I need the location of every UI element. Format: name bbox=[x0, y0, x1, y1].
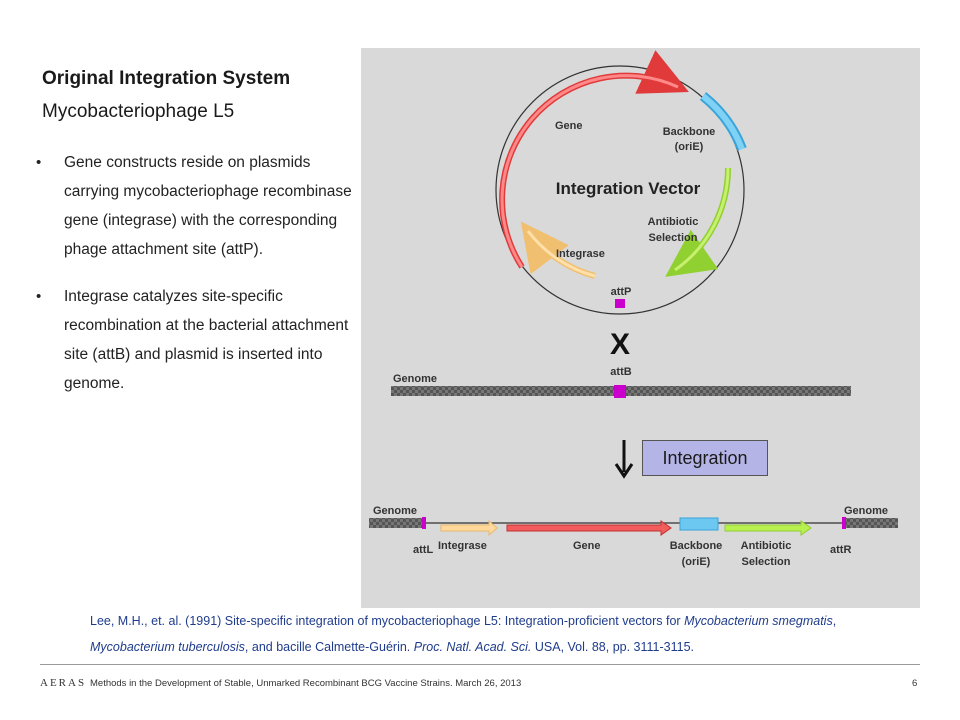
ref-tail: USA, Vol. 88, pp. 3111-3115. bbox=[531, 640, 695, 654]
genome-label-left: Genome bbox=[373, 505, 417, 517]
bullet-item: • Gene constructs reside on plasmids carr… bbox=[36, 148, 356, 264]
backbone-label-bottom: Backbone bbox=[670, 540, 723, 552]
selection-label-bottom: Selection bbox=[742, 556, 791, 568]
antibiotic-arc-fill bbox=[674, 167, 730, 272]
integration-arrowhead bbox=[614, 463, 634, 479]
bullet-dot: • bbox=[36, 288, 42, 305]
genome-right bbox=[844, 518, 898, 528]
crossover-x: X bbox=[610, 328, 630, 361]
bullet-dot: • bbox=[36, 154, 42, 171]
orie-label: (oriE) bbox=[675, 141, 704, 153]
integration-diagram: Gene Backbone (oriE) Integration Vector … bbox=[369, 50, 898, 568]
ref-journal: Proc. Natl. Acad. Sci. bbox=[413, 640, 532, 654]
bullet-text: Integrase catalyzes site-specific recomb… bbox=[64, 288, 349, 392]
genome-left bbox=[369, 518, 425, 528]
bullet-item: • Integrase catalyzes site-specific recom… bbox=[36, 282, 356, 398]
antibiotic-label-bottom: Antibiotic bbox=[741, 540, 792, 552]
attb-label: attB bbox=[610, 366, 631, 378]
footer-divider bbox=[40, 664, 920, 665]
antibiotic-segment bbox=[724, 520, 812, 536]
plasmid-circle bbox=[495, 65, 745, 315]
integrase-label-bottom: Integrase bbox=[438, 540, 487, 552]
attp-label: attP bbox=[611, 286, 632, 298]
ref-species-2: Mycobacterium tuberculosis bbox=[90, 640, 245, 654]
backbone-segment bbox=[679, 517, 719, 531]
ref-authors: Lee, M.H., et. al. (1991) Site-specific … bbox=[90, 614, 685, 628]
gene-label: Gene bbox=[555, 120, 583, 132]
genome-label-right: Genome bbox=[844, 505, 888, 517]
integrase-arc-fill bbox=[526, 230, 596, 278]
attr-label: attR bbox=[830, 544, 851, 556]
ref-sep: , bbox=[832, 614, 837, 628]
slide-subtitle: Mycobacteriophage L5 bbox=[42, 101, 235, 122]
ref-mid: , and bacille Calmette-Guérin. bbox=[244, 640, 414, 654]
slide-title: Original Integration System bbox=[42, 68, 291, 89]
attb-site bbox=[614, 385, 626, 398]
attl-site bbox=[422, 517, 426, 529]
backbone-arc-fill bbox=[701, 93, 745, 151]
aeras-logo: AERAS bbox=[40, 677, 87, 689]
selection-label: Selection bbox=[649, 232, 698, 244]
gene-label-bottom: Gene bbox=[573, 540, 601, 552]
antibiotic-label: Antibiotic bbox=[648, 216, 699, 228]
gene-arc-fill bbox=[500, 74, 679, 268]
attr-site bbox=[842, 517, 846, 529]
backbone-label: Backbone bbox=[663, 126, 716, 138]
ref-species-1: Mycobacterium smegmatis bbox=[684, 614, 833, 628]
genome-label-top: Genome bbox=[393, 373, 437, 385]
integrase-segment bbox=[440, 519, 498, 537]
attl-label: attL bbox=[413, 544, 433, 556]
gene-segment bbox=[506, 520, 672, 536]
bullet-text: Gene constructs reside on plasmids carry… bbox=[64, 154, 352, 258]
page-number: 6 bbox=[912, 678, 918, 689]
integrase-label: Integrase bbox=[556, 248, 605, 260]
vector-title: Integration Vector bbox=[556, 179, 701, 198]
attp-site bbox=[615, 299, 625, 308]
reference-citation: Lee, M.H., et. al. (1991) Site-specific … bbox=[90, 608, 890, 660]
diagram-panel: Gene Backbone (oriE) Integration Vector … bbox=[361, 48, 920, 608]
footer-text: Methods in the Development of Stable, Un… bbox=[90, 678, 522, 689]
bullet-list: • Gene constructs reside on plasmids carr… bbox=[36, 148, 356, 416]
integration-box: Integration bbox=[642, 440, 768, 476]
orie-label-bottom: (oriE) bbox=[682, 556, 711, 568]
